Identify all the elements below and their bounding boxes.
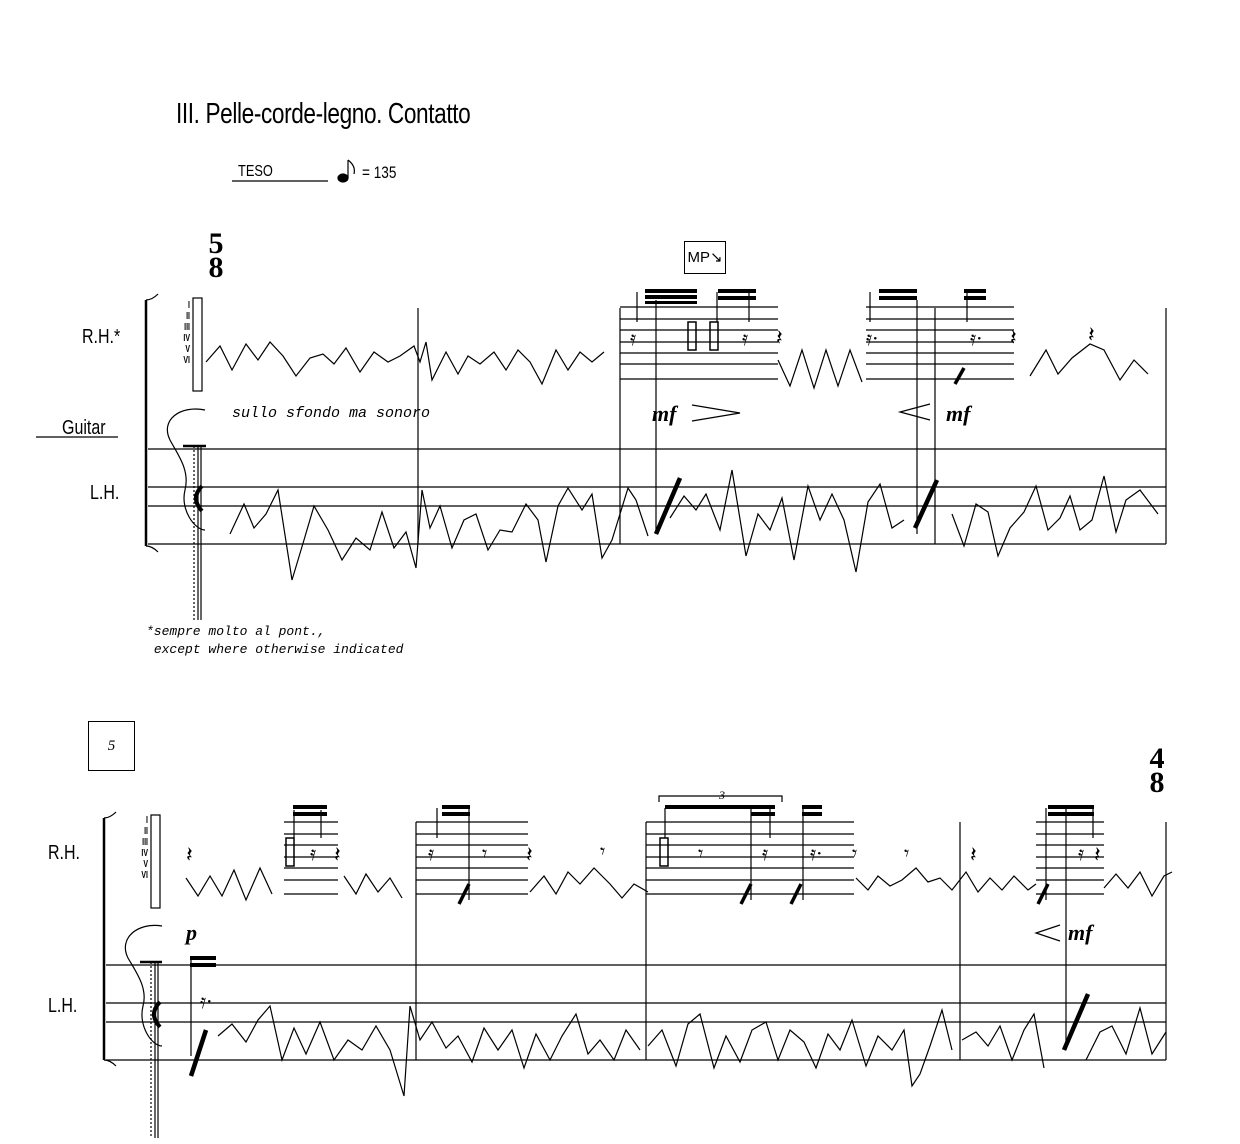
lh-zigzag <box>951 475 1159 558</box>
svg-text:𝄾: 𝄾 <box>482 841 487 865</box>
lh-zigzag <box>229 486 649 581</box>
movement-title: III. Pelle-corde-legno. Contatto <box>176 98 471 130</box>
slash-note <box>653 477 683 535</box>
lh-zigzag <box>669 469 905 573</box>
rh-zigzag <box>777 348 863 390</box>
common-time-icon <box>194 484 204 513</box>
svg-text:𝄾: 𝄾 <box>904 841 909 865</box>
beam <box>718 296 756 300</box>
rh-string-box-1 <box>192 297 203 392</box>
svg-text:𝄿: 𝄿 <box>428 841 434 865</box>
eighth-note-icon <box>337 159 355 183</box>
quarter-rest: 𝄽 <box>1010 326 1017 351</box>
dynamic-p: p <box>186 920 197 945</box>
sixteenth-rest: 𝄿 <box>742 326 748 350</box>
svg-text:𝄿: 𝄿 <box>1078 841 1084 865</box>
dynamic-mf-3: mf <box>1068 920 1093 945</box>
quarter-rest: 𝄽 <box>1088 323 1095 348</box>
lh-label: L.H. <box>90 482 120 504</box>
svg-text:𝄽: 𝄽 <box>334 843 341 868</box>
rh-label-2: R.H. <box>48 842 80 864</box>
rh-staff-fragments-1 <box>620 306 1014 380</box>
svg-text:𝄾: 𝄾 <box>852 841 857 865</box>
beam <box>964 296 986 300</box>
guitar-brace-1 <box>166 408 206 531</box>
svg-text:𝄽: 𝄽 <box>186 843 193 868</box>
svg-text:𝄿·: 𝄿· <box>200 989 212 1013</box>
crescendo-hairpin <box>897 403 931 421</box>
dotted-rest: 𝄿· <box>866 326 878 350</box>
lh-label-2: L.H. <box>48 995 78 1017</box>
tempo-value: = 135 <box>362 163 397 182</box>
beam <box>879 289 917 293</box>
guitar-brace-2 <box>124 924 163 1047</box>
decrescendo-hairpin <box>691 404 741 422</box>
dynamic-mf-2: mf <box>946 401 971 426</box>
svg-text:𝄽: 𝄽 <box>526 843 533 868</box>
beam <box>964 289 986 293</box>
slash-note <box>953 367 966 385</box>
rh-label: R.H.* <box>82 326 121 348</box>
slash-note <box>912 479 940 529</box>
svg-text:𝄿·: 𝄿· <box>810 841 822 865</box>
boxed-marking: MP↘ <box>684 241 726 274</box>
rh-zigzag <box>205 341 605 386</box>
beam <box>645 301 697 304</box>
beam <box>718 289 756 293</box>
measure-number: 5 <box>88 721 135 771</box>
svg-text:𝄽: 𝄽 <box>970 843 977 868</box>
tuplet-bracket <box>658 795 783 802</box>
svg-text:𝄿: 𝄿 <box>762 841 768 865</box>
tempo-word: TESO <box>238 163 273 180</box>
instrument-label: Guitar <box>62 417 106 439</box>
expression-text: sullo sfondo ma sonoro <box>232 405 431 422</box>
sixteenth-rest: 𝄿 <box>630 326 636 350</box>
crescendo-hairpin <box>1034 924 1061 942</box>
footnote-line1: *sempre molto al pont., <box>146 624 326 639</box>
dotted-rest: 𝄿· <box>970 326 982 350</box>
quarter-rest: 𝄽 <box>776 326 783 351</box>
rh-zigzag <box>1029 343 1149 382</box>
svg-text:𝄾: 𝄾 <box>600 839 605 863</box>
svg-text:𝄾: 𝄾 <box>698 841 703 865</box>
beam <box>645 289 697 293</box>
svg-text:𝄿: 𝄿 <box>310 841 316 865</box>
beam <box>879 296 917 300</box>
footnote-line2: except where otherwise indicated <box>153 642 404 657</box>
beam <box>645 295 697 299</box>
svg-text:𝄽: 𝄽 <box>1094 843 1101 868</box>
rh-string-box-2 <box>150 814 161 909</box>
